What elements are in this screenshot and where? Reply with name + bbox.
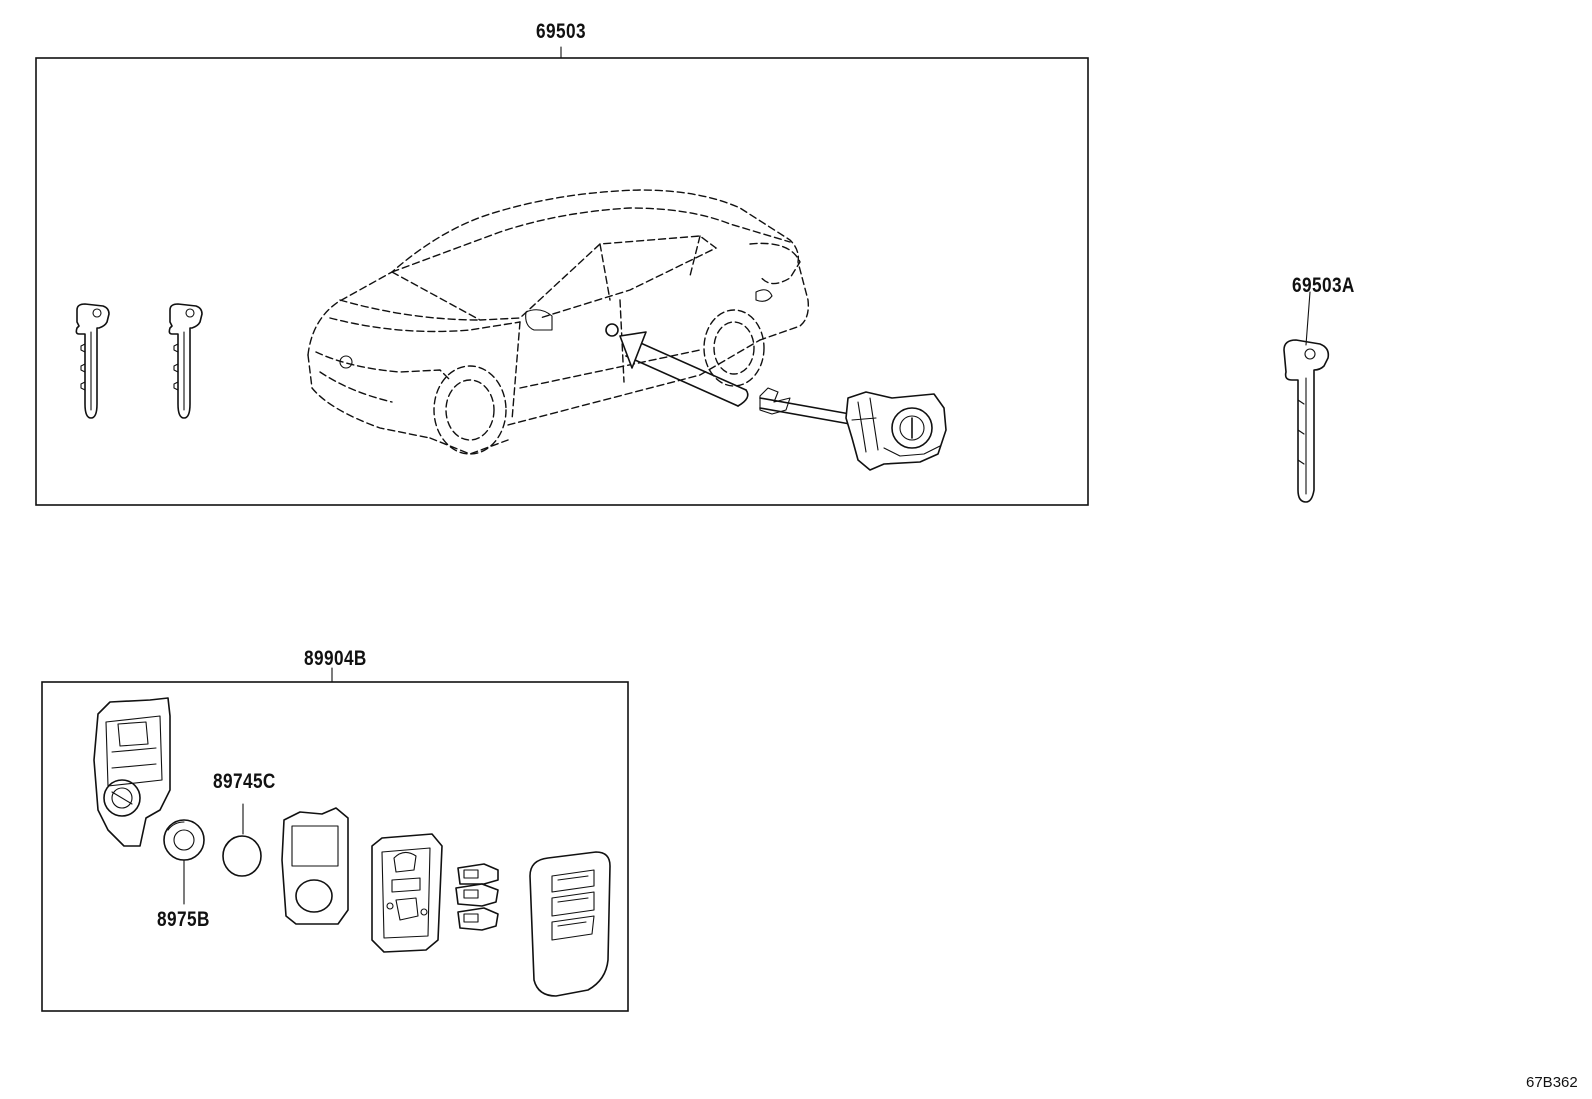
diagram-id-code: 67B362 <box>1526 1074 1578 1091</box>
car-icon <box>307 189 810 455</box>
callout-lock-cylinder-set[interactable]: 69503 <box>536 20 586 43</box>
key-blank-leader <box>1305 291 1311 346</box>
lock-set-group-box <box>35 57 1089 506</box>
front-housing-icon[interactable] <box>529 851 611 997</box>
transmitter-group-box <box>41 681 629 1012</box>
cap-icon[interactable] <box>163 819 205 861</box>
key-2-icon[interactable] <box>168 303 203 419</box>
callout-cap[interactable]: 8975B <box>157 908 210 931</box>
callout-transmitter-housing[interactable]: 89904B <box>304 647 367 670</box>
circuit-board-icon[interactable] <box>371 833 443 953</box>
callout-key-blank[interactable]: 69503A <box>1292 274 1355 297</box>
battery-icon[interactable] <box>222 835 262 877</box>
back-housing-icon[interactable] <box>93 697 171 847</box>
cover-plate-icon[interactable] <box>281 807 349 925</box>
button-pad-icon[interactable] <box>455 863 499 931</box>
door-lock-cylinder-icon[interactable] <box>759 387 947 471</box>
arrow-icon <box>619 331 749 407</box>
callout-battery[interactable]: 89745C <box>213 770 276 793</box>
key-1-icon[interactable] <box>75 303 110 419</box>
key-blank-icon[interactable] <box>1283 339 1330 503</box>
door-keyhole-icon <box>605 323 619 337</box>
